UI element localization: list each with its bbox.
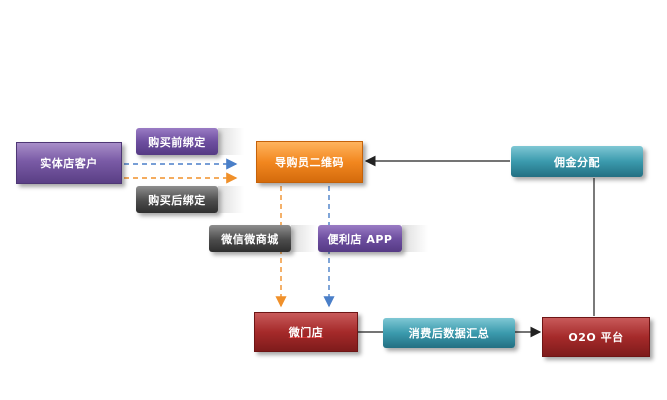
node-after-bind-label: 购买后绑定 [148, 193, 206, 207]
node-qrcode-label: 导购员二维码 [275, 156, 344, 169]
node-before-bind-label: 购买前绑定 [148, 135, 206, 149]
node-before-bind: 购买前绑定 [136, 128, 244, 155]
node-micro-store: 微门店 [254, 312, 358, 352]
node-qrcode: 导购员二维码 [256, 141, 363, 183]
node-customer: 实体店客户 [16, 142, 122, 184]
node-data-summary-label: 消费后数据汇总 [408, 327, 490, 340]
node-o2o-label: O2O 平台 [568, 331, 624, 344]
node-wechat-mall: 微信微商城 [209, 225, 317, 252]
node-commission: 佣金分配 [511, 146, 643, 177]
node-convenience-app-label: 便利店 APP [327, 232, 393, 246]
node-after-bind: 购买后绑定 [136, 186, 244, 213]
node-customer-label: 实体店客户 [40, 157, 98, 170]
node-commission-label: 佣金分配 [554, 155, 600, 169]
node-convenience-app: 便利店 APP [318, 225, 428, 252]
node-o2o: O2O 平台 [542, 317, 650, 357]
node-data-summary: 消费后数据汇总 [383, 318, 515, 348]
node-wechat-mall-label: 微信微商城 [221, 232, 279, 246]
node-micro-store-label: 微门店 [288, 326, 324, 339]
